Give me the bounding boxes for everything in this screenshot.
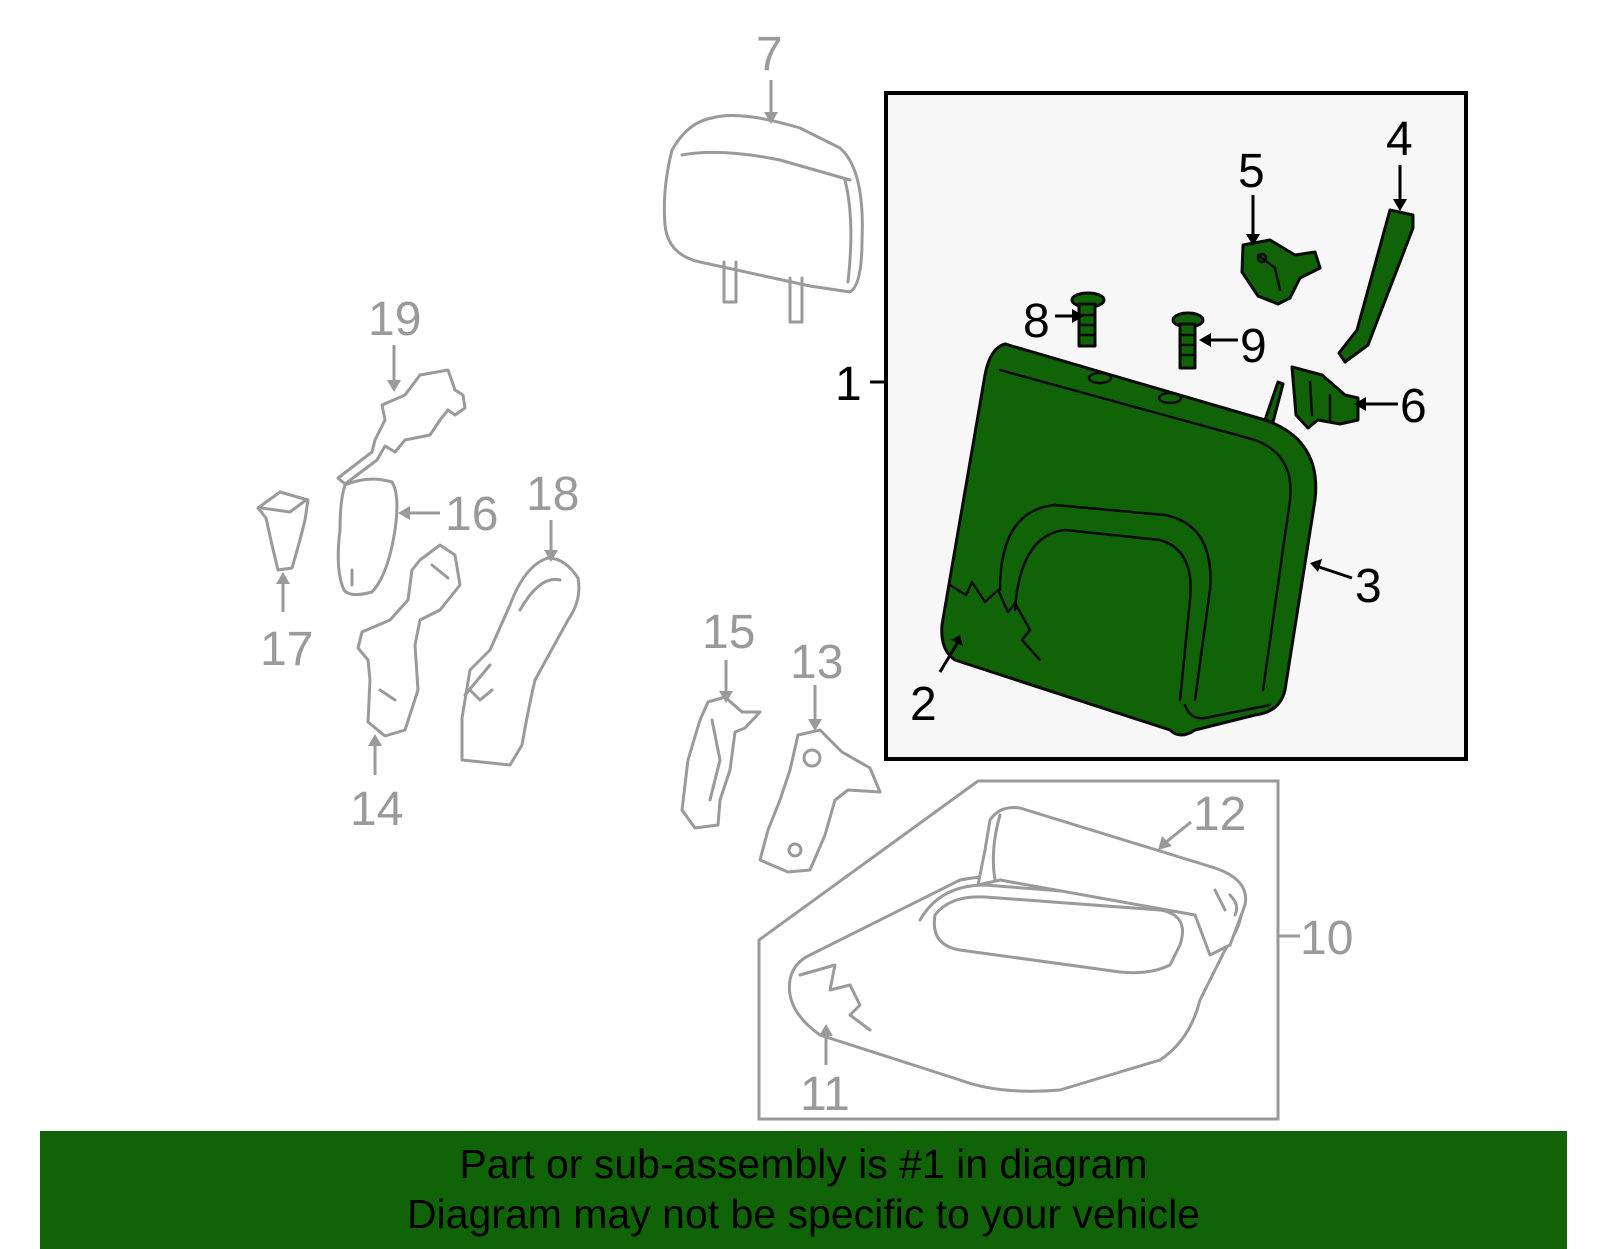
- callout-5: 5: [1238, 145, 1265, 198]
- leaders-assembly: [870, 165, 1407, 673]
- banner-line-1: Part or sub-assembly is #1 in diagram: [459, 1141, 1148, 1187]
- callout-13: 13: [790, 636, 843, 689]
- info-banner: Part or sub-assembly is #1 in diagram Di…: [40, 1131, 1567, 1249]
- callout-9: 9: [1240, 320, 1267, 373]
- latch-part-5[interactable]: [1240, 238, 1322, 306]
- bracket-part-6[interactable]: [1290, 365, 1360, 430]
- part-15[interactable]: [680, 695, 762, 830]
- cover-part-16[interactable]: [336, 477, 399, 597]
- seat-cushion-cover-part-12[interactable]: [976, 806, 1248, 957]
- callout-1: 1: [835, 358, 862, 411]
- callout-15: 15: [702, 606, 755, 659]
- part-19[interactable]: [336, 368, 467, 486]
- leaders-gray: [276, 80, 1300, 1065]
- assembly-10-frame: [757, 779, 1280, 1121]
- bolt-part-9[interactable]: [1171, 311, 1205, 370]
- seat-back-part-3[interactable]: [940, 342, 1318, 737]
- callout-8: 8: [1023, 295, 1050, 348]
- bracket-part-14[interactable]: [356, 543, 462, 738]
- banner-line-2: Diagram may not be specific to your vehi…: [406, 1191, 1200, 1237]
- callout-6: 6: [1400, 380, 1427, 433]
- callout-11: 11: [800, 1068, 850, 1121]
- part-18[interactable]: [460, 556, 581, 767]
- headrest-part-7[interactable]: [662, 114, 864, 324]
- callout-14: 14: [350, 783, 403, 836]
- callout-17: 17: [260, 623, 313, 676]
- callout-2: 2: [910, 678, 937, 731]
- callout-12: 12: [1193, 788, 1246, 841]
- callout-18: 18: [526, 468, 579, 521]
- callout-19: 19: [368, 293, 421, 346]
- callout-4: 4: [1386, 113, 1413, 166]
- bolt-part-8[interactable]: [1070, 291, 1106, 348]
- pad-part-4[interactable]: [1337, 208, 1415, 364]
- callout-10: 10: [1300, 912, 1353, 965]
- callout-16: 16: [445, 488, 498, 541]
- part-13[interactable]: [758, 728, 882, 874]
- callout-7: 7: [756, 28, 783, 81]
- clip-part-17[interactable]: [256, 490, 310, 572]
- callout-3: 3: [1355, 560, 1382, 613]
